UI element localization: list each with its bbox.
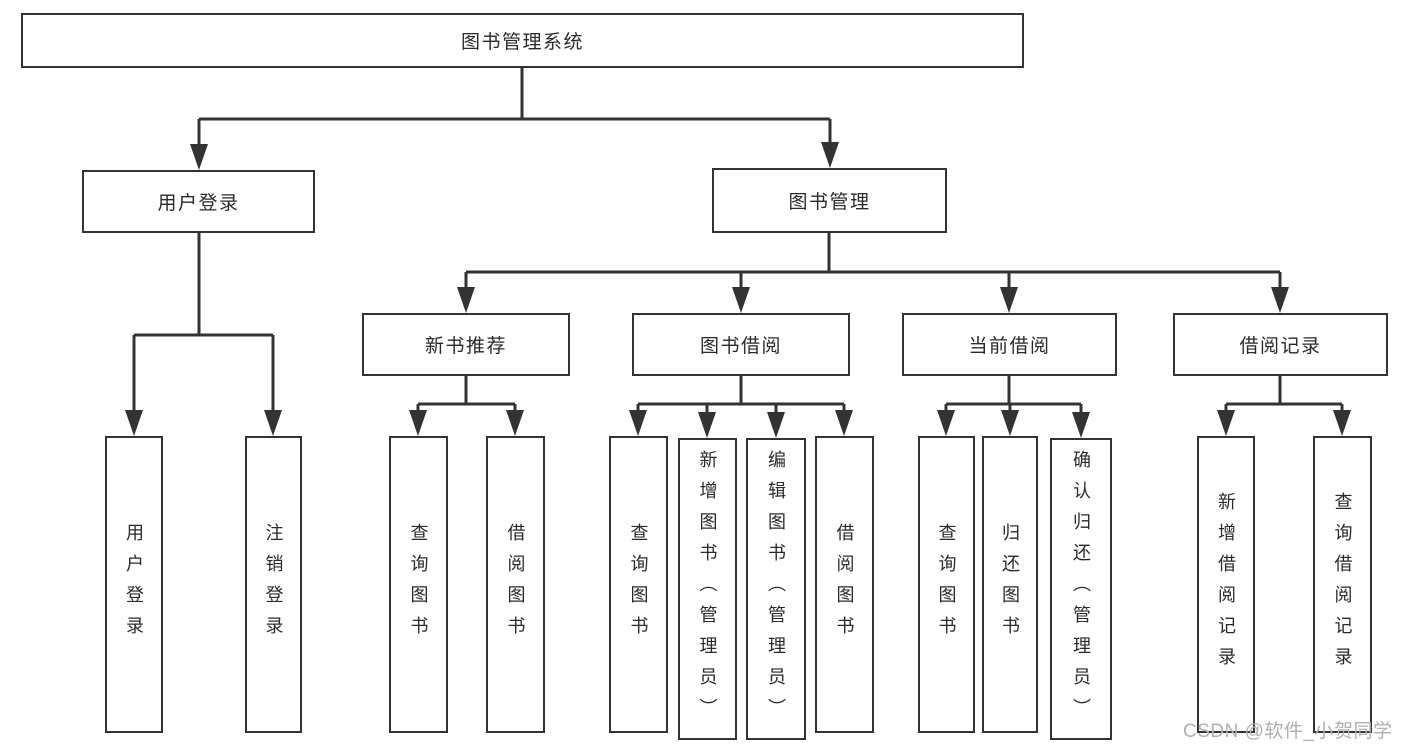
node-label: 用户登录 — [124, 522, 144, 647]
arrowheads — [125, 142, 1351, 438]
arrow-icon — [698, 412, 716, 438]
leaf-query-books-current: 查询图书 — [918, 436, 975, 733]
arrow-icon — [937, 410, 955, 436]
node-label: 编辑图书（管理员） — [766, 449, 786, 729]
node-library-management-system: 图书管理系统 — [21, 13, 1024, 68]
arrow-icon — [1217, 410, 1235, 436]
node-label: 当前借阅 — [968, 336, 1051, 357]
edge-bookmgmt-to-level3 — [464, 233, 1282, 293]
arrow-icon — [506, 410, 524, 436]
arrow-icon — [1333, 410, 1351, 436]
node-current-borrowing: 当前借阅 — [902, 313, 1117, 376]
arrow-icon — [409, 410, 427, 436]
node-label: 借阅图书 — [505, 522, 526, 647]
arrow-icon — [629, 410, 647, 436]
leaf-user-login: 用户登录 — [105, 436, 163, 733]
arrow-icon — [125, 410, 143, 436]
arrow-icon — [821, 142, 839, 168]
edge-newbook-to-children — [416, 376, 517, 416]
leaf-edit-books-admin: 编辑图书（管理员） — [746, 438, 806, 740]
edge-records-to-children — [1224, 376, 1344, 416]
node-label: 图书借阅 — [699, 336, 782, 357]
arrow-icon — [264, 410, 282, 436]
node-label: 借阅记录 — [1239, 336, 1322, 357]
arrow-icon — [732, 287, 750, 313]
arrow-icon — [457, 287, 475, 313]
arrow-icon — [1271, 287, 1289, 313]
edge-userlogin-to-children — [132, 233, 275, 416]
node-label: 借阅图书 — [834, 522, 855, 647]
edge-bookborrow-to-children — [636, 376, 846, 418]
leaf-borrow-books: 借阅图书 — [815, 436, 874, 733]
node-label: 图书管理系统 — [460, 32, 584, 53]
node-label: 归还图书 — [1000, 522, 1020, 647]
node-label: 查询图书 — [408, 522, 429, 647]
leaf-query-books-recommend: 查询图书 — [389, 436, 448, 733]
node-new-book-recommendation: 新书推荐 — [362, 313, 570, 376]
leaf-add-borrow-record: 新增借阅记录 — [1197, 436, 1255, 733]
node-user-login: 用户登录 — [82, 170, 315, 233]
csdn-watermark: CSDN @软件_小贺同学 — [1183, 721, 1393, 742]
arrow-icon — [1001, 410, 1019, 436]
node-label: 查询图书 — [628, 522, 649, 647]
node-label: 新增借阅记录 — [1216, 491, 1236, 678]
node-label: 查询图书 — [936, 522, 957, 647]
leaf-query-books-borrow: 查询图书 — [609, 436, 668, 733]
arrow-icon — [190, 144, 208, 170]
arrow-icon — [835, 410, 853, 436]
leaf-borrow-books-recommend: 借阅图书 — [486, 436, 545, 733]
node-label: 查询借阅记录 — [1332, 491, 1353, 678]
arrow-icon — [1072, 412, 1090, 438]
node-book-borrowing: 图书借阅 — [632, 313, 850, 376]
leaf-add-books-admin: 新增图书（管理员） — [678, 438, 737, 740]
node-label: 新增图书（管理员） — [697, 449, 718, 729]
node-borrowing-records: 借阅记录 — [1173, 313, 1388, 376]
node-book-management: 图书管理 — [712, 168, 947, 233]
node-label: 确认归还（管理员） — [1071, 449, 1091, 729]
arrow-icon — [1000, 287, 1018, 313]
node-label: 注销登录 — [263, 522, 284, 647]
node-label: 图书管理 — [788, 192, 871, 213]
node-label: 用户登录 — [157, 193, 240, 214]
leaf-query-borrow-record: 查询借阅记录 — [1313, 436, 1372, 733]
leaf-return-books: 归还图书 — [982, 436, 1038, 733]
arrow-icon — [767, 412, 785, 438]
node-label: 新书推荐 — [424, 336, 507, 357]
edge-root-to-level2 — [197, 68, 832, 150]
leaf-confirm-return-admin: 确认归还（管理员） — [1050, 438, 1112, 740]
leaf-logout: 注销登录 — [245, 436, 302, 733]
